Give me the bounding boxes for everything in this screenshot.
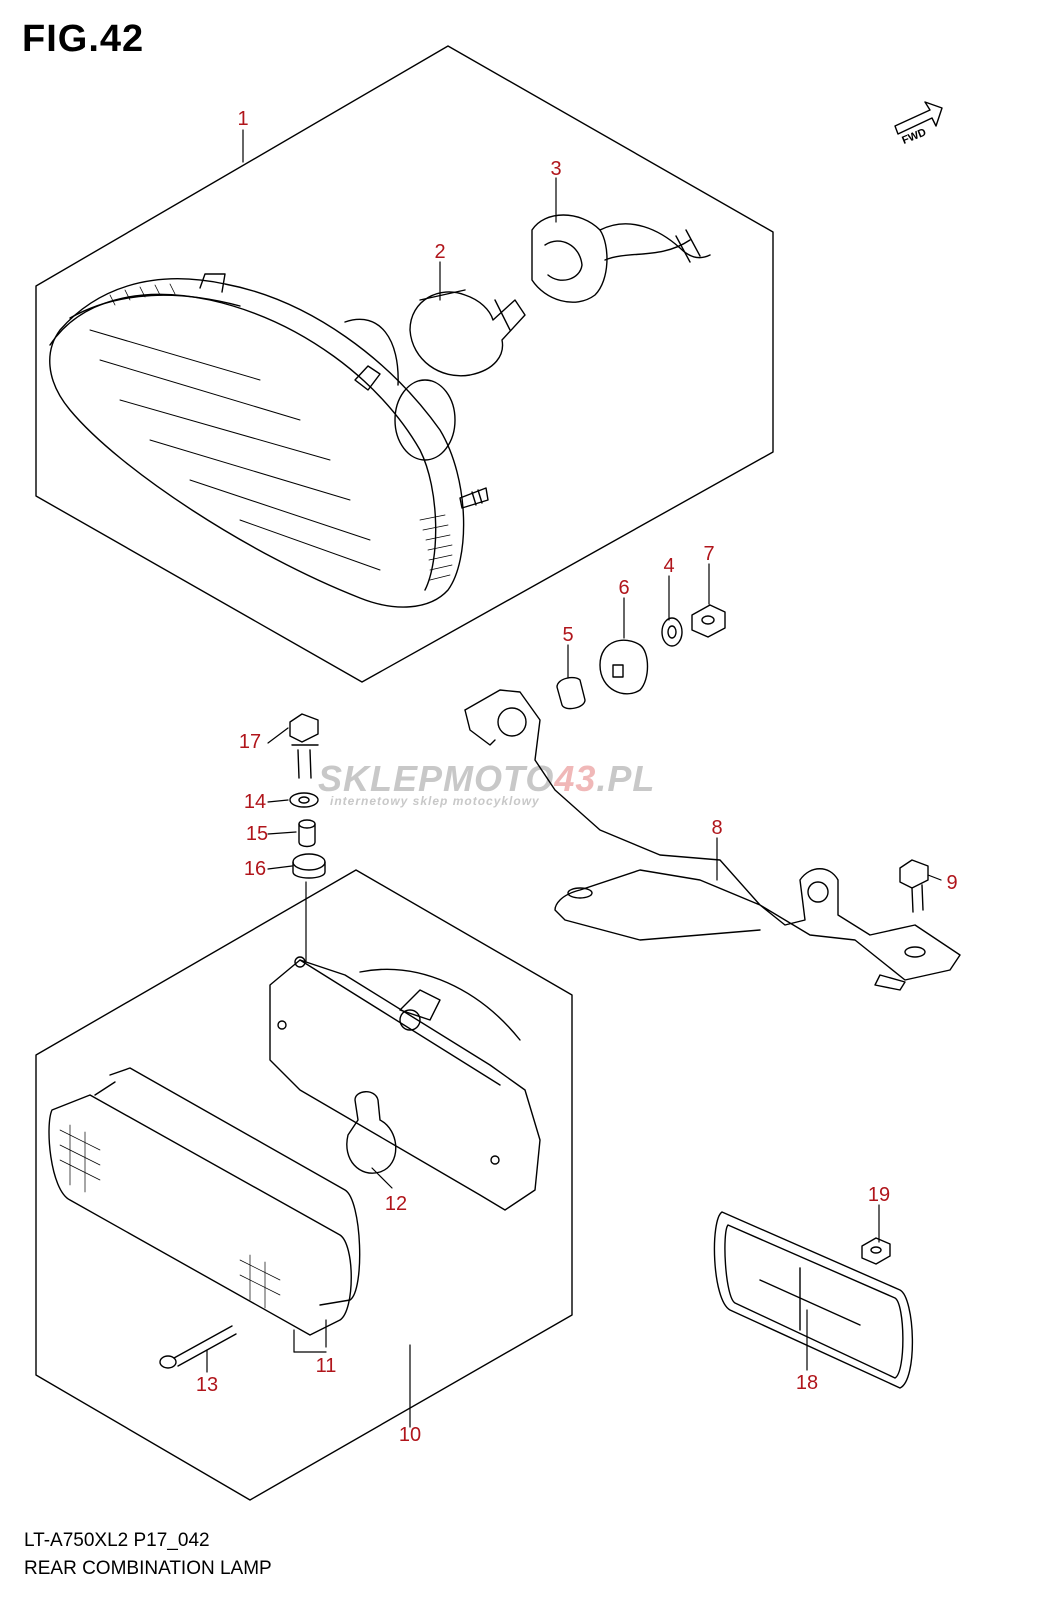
callout-3: 3 [550, 158, 561, 180]
callout-11: 11 [316, 1355, 337, 1377]
reflector-icon [713, 1211, 914, 1389]
tail-lamp-housing-icon [49, 273, 489, 608]
lower-lamp-assembly-frame [35, 869, 573, 1501]
bolt-icon [899, 859, 929, 913]
lamp-base-housing-icon [269, 956, 541, 1211]
callout-18: 18 [796, 1372, 818, 1394]
callout-15: 15 [246, 823, 268, 845]
fwd-label: FWD [900, 126, 928, 147]
watermark-prefix: SKLEPMOTO [318, 758, 555, 799]
lens-icon [48, 1067, 361, 1336]
watermark-accent: 43 [554, 758, 597, 799]
tail-lamp-assembly-frame [35, 45, 774, 683]
callout-8: 8 [711, 817, 722, 839]
washer-icon [289, 792, 319, 808]
watermark-tagline: internetowy sklep motocyklowy [330, 794, 540, 808]
callout-16: 16 [244, 858, 266, 880]
bulb-icon [346, 1091, 397, 1174]
nut-icon [691, 604, 726, 638]
nut-icon [861, 1237, 891, 1265]
bolt-icon [289, 713, 319, 779]
callout-2: 2 [434, 241, 445, 263]
bulb-icon [409, 291, 526, 377]
collar-icon [298, 819, 316, 848]
callout-9: 9 [946, 872, 957, 894]
grommet-icon [292, 853, 326, 879]
callout-6: 6 [618, 577, 629, 599]
callout-10: 10 [399, 1424, 421, 1446]
screw-icon [159, 1325, 237, 1369]
callout-4: 4 [663, 555, 674, 577]
washer-icon [661, 617, 683, 647]
callout-5: 5 [562, 624, 573, 646]
figure-title: FIG.42 [22, 18, 145, 60]
callout-7: 7 [703, 543, 714, 565]
callout-19: 19 [868, 1184, 890, 1206]
callout-12: 12 [385, 1193, 407, 1215]
fwd-arrow-icon [894, 101, 943, 135]
model-code: LT-A750XL2 P17_042 [24, 1530, 210, 1551]
callout-1: 1 [237, 108, 248, 130]
callout-14: 14 [244, 791, 266, 813]
grommet-icon [599, 639, 649, 695]
figure-name: REAR COMBINATION LAMP [24, 1558, 272, 1579]
bulb-socket-icon [531, 214, 711, 303]
watermark-logo: SKLEPMOTO43.PL [318, 758, 655, 800]
collar-icon [556, 676, 586, 710]
callout-17: 17 [239, 731, 261, 753]
watermark-suffix: .PL [596, 758, 656, 799]
callout-13: 13 [196, 1374, 218, 1396]
mounting-bracket-icon [464, 689, 961, 991]
